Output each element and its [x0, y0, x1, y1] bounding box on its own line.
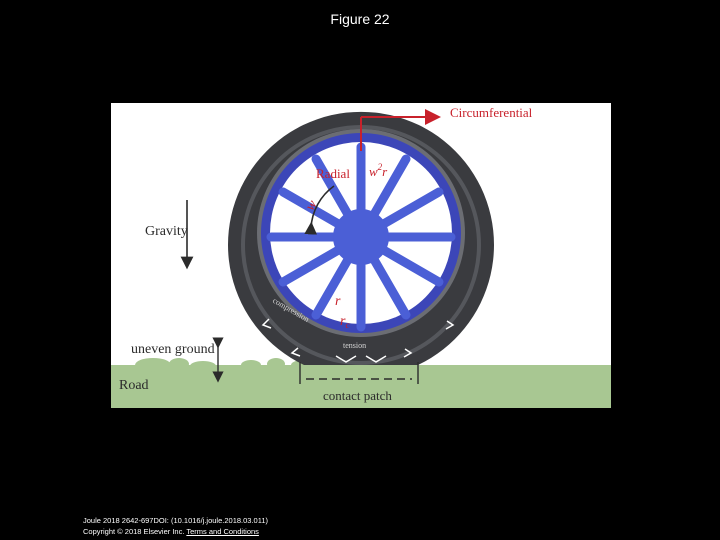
centripetal-term-label: w2r: [369, 162, 388, 179]
tire-deformation-chevrons: [261, 318, 455, 363]
radius-label: r: [335, 294, 341, 309]
wheel-hub: [333, 209, 389, 265]
tire-stress-diagram: Circumferential Radial w2r w r rc compre…: [111, 103, 611, 408]
uneven-ground-bumps: [135, 358, 345, 372]
uneven-ground-label: uneven ground: [131, 342, 215, 357]
angular-velocity-arrow: [304, 185, 335, 235]
contact-radius-label: rc: [340, 314, 349, 330]
slide-title: Figure 22: [330, 11, 390, 27]
rc-base: r: [340, 314, 346, 329]
contact-patch-marker: [299, 362, 419, 384]
rc-subscript: c: [345, 320, 349, 330]
citation-text: Joule 2018 2642-697DOI: (10.1016/j.joule…: [83, 516, 268, 525]
w-base: w: [369, 164, 378, 179]
stress-direction-arrows: [360, 109, 441, 151]
copyright-text: Copyright © 2018 Elsevier Inc.: [83, 527, 185, 536]
spoke: [377, 187, 444, 230]
circumferential-label: Circumferential: [450, 105, 533, 120]
tension-label: tension: [343, 341, 366, 350]
radial-label: Radial: [316, 166, 350, 181]
gravity-label: Gravity: [145, 224, 188, 239]
terms-link[interactable]: Terms and Conditions: [186, 527, 259, 536]
copyright-line: Copyright © 2018 Elsevier Inc. Terms and…: [83, 526, 268, 537]
spoke: [278, 244, 345, 287]
spoke: [368, 154, 411, 221]
wheel-spokes: [266, 142, 456, 332]
spoke: [377, 244, 444, 287]
w-exponent: 2: [378, 162, 383, 172]
contact-patch-label: contact patch: [323, 388, 392, 403]
spoke: [311, 253, 354, 320]
road-surface: [111, 365, 611, 408]
spoke: [278, 187, 345, 230]
road-label: Road: [119, 378, 149, 393]
spoke: [368, 253, 411, 320]
citation-block: Joule 2018 2642-697DOI: (10.1016/j.joule…: [83, 515, 268, 537]
r-term: r: [382, 164, 388, 179]
